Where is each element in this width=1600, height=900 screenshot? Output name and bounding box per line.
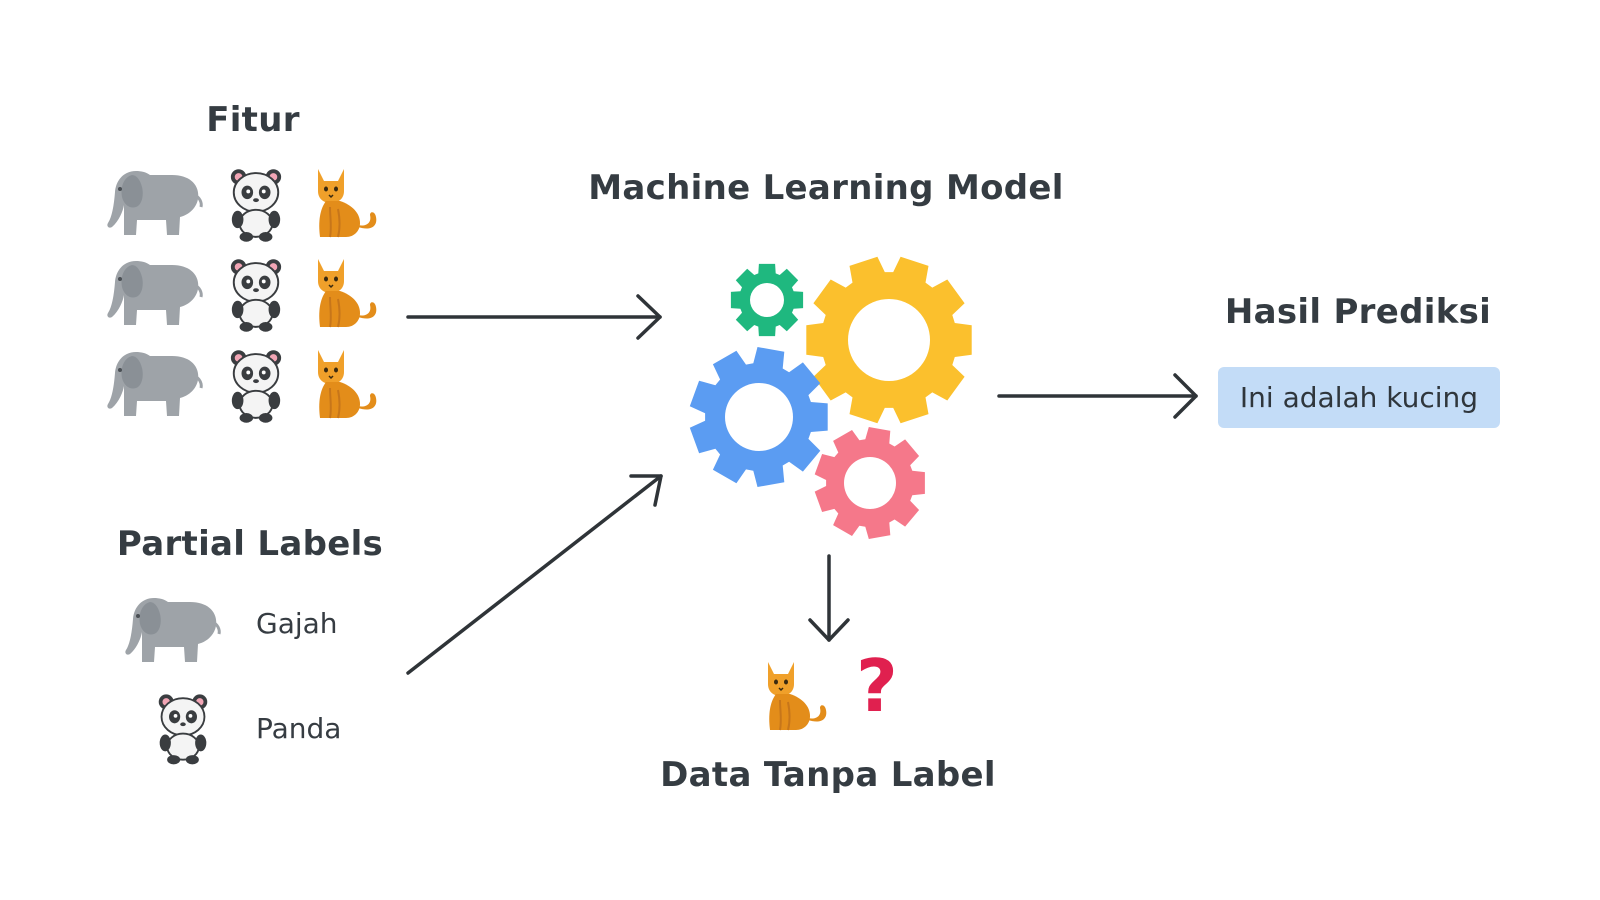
cat-icon [317,258,378,328]
question-mark: ? [856,644,898,728]
prediction-title: Hasil Prediksi [1224,292,1492,332]
unlabeled-cat-icon [767,661,828,731]
features-title: Fitur [206,100,300,140]
gear-pink-icon [814,427,925,539]
feature-grid [106,168,378,424]
gears [689,256,972,539]
elephant-icon [106,169,203,237]
gear-blue-icon [689,347,828,487]
arrow-model-to-prediction [997,373,1198,419]
gear-yellow-icon [806,256,972,424]
panda-icon [229,168,283,243]
cat-icon [317,349,378,419]
gear-green-icon [730,263,804,337]
panda-icon [157,693,209,766]
panda-icon [229,258,283,333]
elephant-icon [106,259,203,327]
elephant-icon [106,350,203,418]
model-title: Machine Learning Model [588,168,1064,208]
prediction-result-text: Ini adalah kucing [1239,381,1479,414]
prediction-result-box: Ini adalah kucing [1218,367,1500,428]
elephant-icon [124,596,221,664]
arrow-model-to-unlabeled [808,554,850,642]
label-panda: Panda [256,712,342,745]
arrow-features-to-model [406,294,662,340]
partial-labels-title: Partial Labels [116,524,384,564]
arrow-labels-to-model [406,474,663,675]
cat-icon [317,168,378,238]
panda-icon [229,349,283,424]
unlabeled-title: Data Tanpa Label [660,755,996,795]
label-gajah: Gajah [256,607,338,640]
